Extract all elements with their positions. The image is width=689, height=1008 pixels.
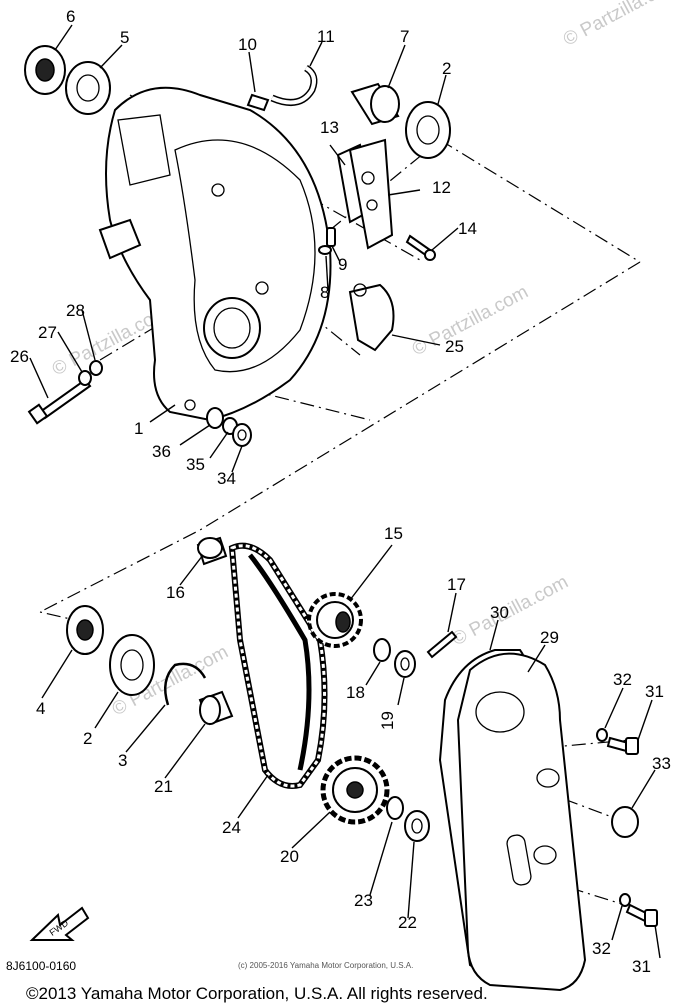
callout-12: 12 bbox=[432, 178, 451, 197]
callout-15: 15 bbox=[384, 524, 403, 543]
breather-hose-11 bbox=[270, 64, 318, 106]
bearing-2-lower bbox=[109, 634, 155, 696]
washer-8 bbox=[318, 245, 332, 255]
callout-6: 6 bbox=[66, 7, 75, 26]
callout-8: 8 bbox=[320, 283, 329, 302]
washer-27 bbox=[78, 370, 92, 386]
sprocket-15 bbox=[307, 592, 363, 648]
bolt-31-lower bbox=[625, 903, 658, 927]
callout-33: 33 bbox=[652, 754, 671, 773]
callouts: 6 5 10 11 7 2 13 12 14 9 8 25 28 27 26 1… bbox=[10, 7, 671, 976]
callout-29: 29 bbox=[540, 628, 559, 647]
callout-22: 22 bbox=[398, 913, 417, 932]
callout-31-upper: 31 bbox=[645, 682, 664, 701]
callout-1: 1 bbox=[134, 419, 143, 438]
callout-13: 13 bbox=[320, 118, 339, 137]
callout-14: 14 bbox=[458, 219, 477, 238]
callout-31-lower: 31 bbox=[632, 957, 651, 976]
callout-34: 34 bbox=[217, 469, 236, 488]
cap-33 bbox=[611, 806, 639, 838]
callout-16: 16 bbox=[166, 583, 185, 602]
callout-2-lower: 2 bbox=[83, 729, 92, 748]
plate-12 bbox=[348, 138, 394, 250]
washer-36 bbox=[206, 407, 224, 429]
key-17 bbox=[426, 630, 458, 659]
callout-3: 3 bbox=[118, 751, 127, 770]
leader-lines bbox=[29, 24, 661, 959]
collar-7 bbox=[350, 82, 400, 126]
callout-23: 23 bbox=[354, 891, 373, 910]
watermark-top-right: © Partzilla.com bbox=[560, 0, 683, 50]
callout-17: 17 bbox=[447, 575, 466, 594]
bolt-26 bbox=[27, 378, 92, 425]
washer-23 bbox=[386, 796, 404, 820]
bolt-9 bbox=[326, 227, 336, 247]
watermark-center: © Partzilla.com bbox=[409, 282, 532, 361]
copyright-footer: ©2013 Yamaha Motor Corporation, U.S.A. A… bbox=[26, 984, 488, 1003]
callout-25: 25 bbox=[445, 337, 464, 356]
callout-10: 10 bbox=[238, 35, 257, 54]
callout-18: 18 bbox=[346, 683, 365, 702]
sprocket-20 bbox=[320, 755, 390, 825]
diagram-code: 8J6100-0160 bbox=[6, 959, 76, 973]
screw-14 bbox=[405, 234, 436, 261]
washer-28 bbox=[89, 360, 103, 376]
bearing-4 bbox=[66, 605, 104, 655]
callout-2-upper: 2 bbox=[442, 59, 451, 78]
small-copyright: (c) 2005-2016 Yamaha Motor Corporation, … bbox=[238, 961, 413, 970]
chain-case-housing bbox=[98, 86, 332, 422]
breather-nipple-10 bbox=[246, 93, 270, 112]
callout-9: 9 bbox=[338, 255, 347, 274]
callout-11: 11 bbox=[317, 27, 335, 46]
chain-case-cover-29 bbox=[456, 652, 587, 992]
bolt-31-upper bbox=[606, 736, 639, 755]
bearing-2-upper bbox=[405, 101, 451, 159]
callout-27: 27 bbox=[38, 323, 57, 342]
bearing-5 bbox=[65, 61, 111, 115]
callout-36: 36 bbox=[152, 442, 171, 461]
washer-32-upper bbox=[596, 728, 608, 742]
callout-4: 4 bbox=[36, 699, 45, 718]
callout-32-lower: 32 bbox=[592, 939, 611, 958]
callout-20: 20 bbox=[280, 847, 299, 866]
callout-19: 19 bbox=[378, 711, 397, 730]
callout-32-upper: 32 bbox=[613, 670, 632, 689]
callout-24: 24 bbox=[222, 818, 241, 837]
callout-7: 7 bbox=[400, 27, 409, 46]
callout-5: 5 bbox=[120, 28, 129, 47]
collar-21 bbox=[198, 690, 234, 726]
washer-32-lower bbox=[619, 893, 631, 907]
nut-19 bbox=[394, 650, 416, 678]
drive-chain-24 bbox=[228, 542, 328, 789]
washer-18 bbox=[373, 638, 391, 662]
collar-16 bbox=[196, 536, 228, 566]
callout-21: 21 bbox=[154, 777, 173, 796]
callout-35: 35 bbox=[186, 455, 205, 474]
callout-28: 28 bbox=[66, 301, 85, 320]
tensioner-25 bbox=[348, 283, 395, 352]
bearing-6 bbox=[24, 45, 66, 95]
nut-22 bbox=[404, 810, 430, 842]
nut-34 bbox=[232, 423, 252, 447]
circlip-3 bbox=[163, 662, 207, 706]
callout-26: 26 bbox=[10, 347, 29, 366]
fwd-arrow-icon: FWD bbox=[29, 906, 90, 941]
callout-30: 30 bbox=[490, 603, 509, 622]
